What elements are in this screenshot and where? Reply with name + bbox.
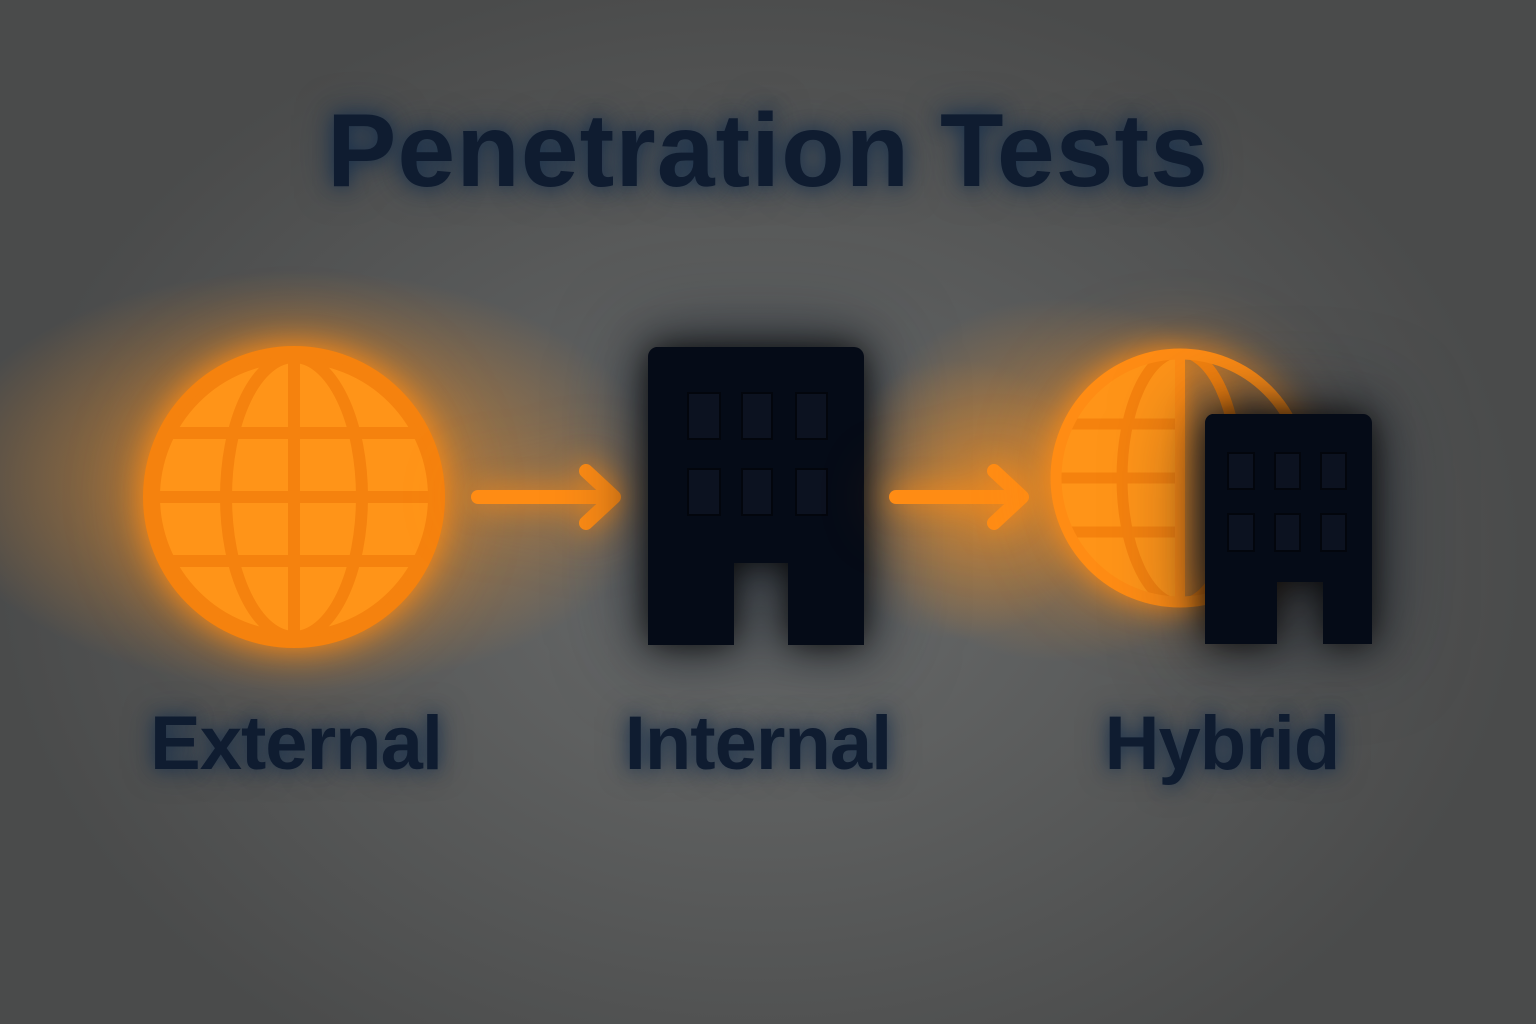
globe-icon <box>143 346 445 648</box>
label-external: External <box>150 701 443 786</box>
arrow-right-icon <box>471 464 621 530</box>
label-hybrid: Hybrid <box>1104 701 1341 786</box>
building-icon <box>647 347 864 645</box>
arrow-right-icon <box>889 464 1029 530</box>
building-icon <box>1204 414 1372 644</box>
label-internal: Internal <box>624 701 893 786</box>
diagram-title: Penetration Tests <box>327 93 1209 209</box>
